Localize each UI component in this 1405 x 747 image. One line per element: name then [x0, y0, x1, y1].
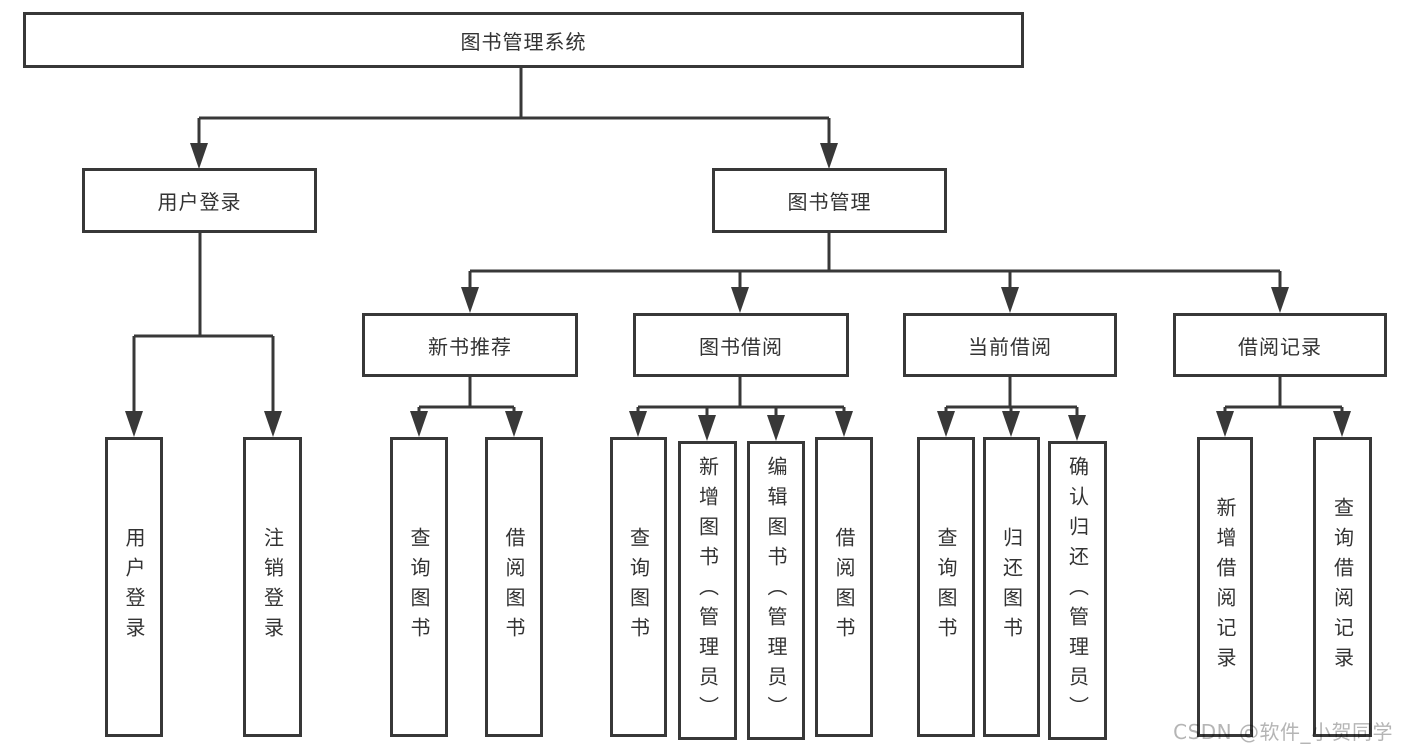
leaf-label: 注销登录: [260, 527, 285, 647]
node-book-management: 图书管理: [712, 168, 947, 233]
node-label: 新书推荐: [428, 334, 512, 359]
node-book-borrowing: 图书借阅: [633, 313, 849, 377]
leaf-query-borrow-record: 查询借阅记录: [1313, 437, 1372, 737]
leaf-return-book: 归还图书: [983, 437, 1040, 737]
node-label: 图书管理: [787, 190, 872, 214]
node-label: 借阅记录: [1238, 334, 1322, 359]
leaf-label: 查询图书: [407, 527, 431, 647]
leaf-label: 确认归还（管理员）: [1065, 455, 1090, 726]
node-borrowing-records: 借阅记录: [1173, 313, 1387, 377]
node-label: 当前借阅: [968, 334, 1052, 359]
leaf-label: 查询借阅记录: [1330, 497, 1355, 677]
leaf-label: 编辑图书（管理员）: [764, 455, 788, 726]
leaf-user-login: 用户登录: [105, 437, 163, 737]
node-library-management-system: 图书管理系统: [23, 12, 1024, 68]
node-label: 图书管理系统: [460, 29, 587, 54]
leaf-label: 借阅图书: [502, 527, 526, 647]
leaf-label: 查询图书: [934, 527, 958, 647]
leaf-edit-book-admin: 编辑图书（管理员）: [747, 441, 805, 740]
leaf-label: 新增图书（管理员）: [695, 455, 720, 726]
leaf-label: 新增借阅记录: [1213, 497, 1237, 677]
leaf-borrow-books-borrow: 借阅图书: [815, 437, 873, 737]
node-label: 图书借阅: [699, 334, 783, 359]
leaf-label: 查询图书: [626, 527, 651, 647]
leaf-label: 借阅图书: [832, 527, 856, 647]
leaf-add-book-admin: 新增图书（管理员）: [678, 441, 737, 740]
node-current-borrowing: 当前借阅: [903, 313, 1117, 377]
leaf-add-borrow-record: 新增借阅记录: [1197, 437, 1253, 737]
leaf-logout: 注销登录: [243, 437, 302, 737]
leaf-confirm-return-admin: 确认归还（管理员）: [1048, 441, 1107, 740]
node-new-book-recommendation: 新书推荐: [362, 313, 578, 377]
node-label: 用户登录: [157, 190, 242, 214]
leaf-query-books-recommend: 查询图书: [390, 437, 448, 737]
leaf-query-books-borrow: 查询图书: [610, 437, 667, 737]
csdn-watermark: CSDN @软件_小贺同学: [1173, 720, 1393, 744]
leaf-label: 用户登录: [122, 527, 146, 647]
node-user-login: 用户登录: [82, 168, 317, 233]
leaf-label: 归还图书: [999, 527, 1024, 647]
leaf-query-books-current: 查询图书: [917, 437, 975, 737]
leaf-borrow-books-recommend: 借阅图书: [485, 437, 543, 737]
